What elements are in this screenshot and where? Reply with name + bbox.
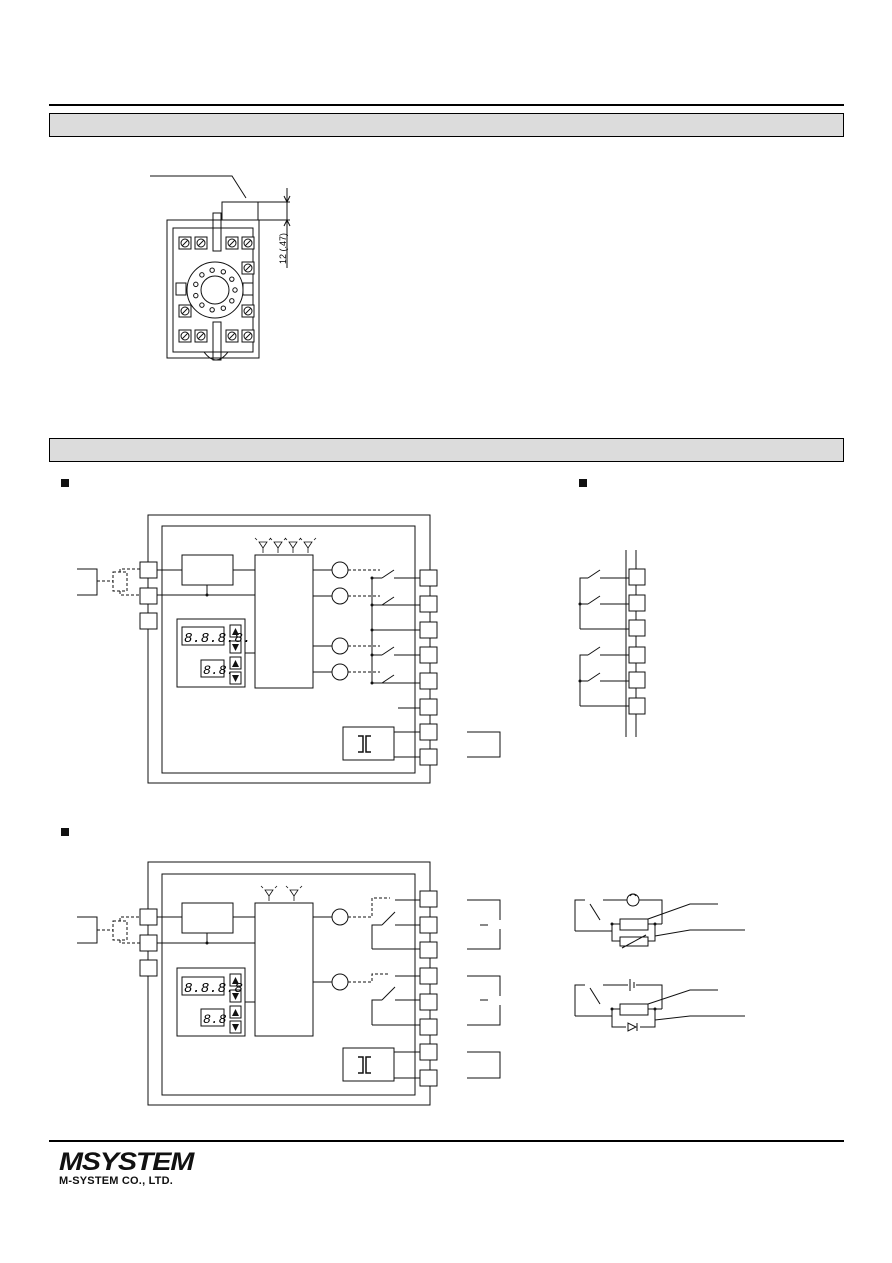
display-small: 8.8. xyxy=(203,663,234,678)
terminal-screw-slot xyxy=(229,333,235,339)
down-arrow-icon xyxy=(232,675,239,682)
terminal-screw-slot xyxy=(245,265,251,271)
socket-pin-hole xyxy=(221,306,225,310)
terminal-screw-slot xyxy=(182,308,188,314)
up-arrow-icon xyxy=(232,660,239,667)
socket-pin-hole xyxy=(210,268,214,272)
diode-icon xyxy=(628,1023,637,1031)
socket-pin-hole xyxy=(230,277,234,281)
bullet-square-2 xyxy=(579,479,587,487)
display-small-2: 8.8 xyxy=(203,1012,227,1027)
connection-diagram-4-relay: 8.8.8.8. 8.8. xyxy=(60,505,510,795)
ac-source-icon xyxy=(627,894,639,906)
terminal-screw-slot xyxy=(198,240,204,246)
section-bar-mounting xyxy=(49,113,844,137)
socket-pin-hole xyxy=(194,282,198,286)
up-arrow-icon xyxy=(232,628,239,635)
transformer-icon xyxy=(358,736,371,752)
socket-pin-hole xyxy=(210,308,214,312)
contact-protection-diagrams xyxy=(570,880,750,1035)
section-bar-connection xyxy=(49,438,844,462)
terminal-screw-slot xyxy=(245,333,251,339)
terminal-screw-slot xyxy=(182,333,188,339)
terminal-screw-slot xyxy=(245,308,251,314)
socket-pin-hole xyxy=(233,288,237,292)
display-big-2: 8.8.8.8 xyxy=(184,981,243,997)
dimension-label: 12 (.47) xyxy=(278,233,288,264)
terminal-screw-slot xyxy=(245,240,251,246)
socket-pin-hole xyxy=(200,303,204,307)
connection-diagram-2-relay: 8.8.8.8 8.8 xyxy=(60,855,510,1110)
bullet-square-3 xyxy=(61,828,69,836)
terminal-screw-slot xyxy=(198,333,204,339)
top-rule-thick xyxy=(49,104,844,106)
down-arrow-icon xyxy=(232,644,239,651)
terminal-screw-slot xyxy=(229,240,235,246)
relay-contact-diagram xyxy=(578,545,650,740)
socket-pin-hole xyxy=(194,293,198,297)
terminal-screw-slot xyxy=(182,240,188,246)
company-logo: MSYSTEM M-SYSTEM CO., LTD. xyxy=(59,1150,194,1188)
socket-pin-hole xyxy=(221,270,225,274)
socket-pin-hole xyxy=(230,299,234,303)
logo-wordmark: MSYSTEM xyxy=(59,1148,194,1176)
bullet-square-1 xyxy=(61,479,69,487)
footer-rule xyxy=(49,1140,844,1142)
socket-pin-hole xyxy=(200,273,204,277)
company-name: M-SYSTEM CO., LTD. xyxy=(59,1175,174,1187)
socket-drawing: 12 (.47) xyxy=(140,160,320,380)
